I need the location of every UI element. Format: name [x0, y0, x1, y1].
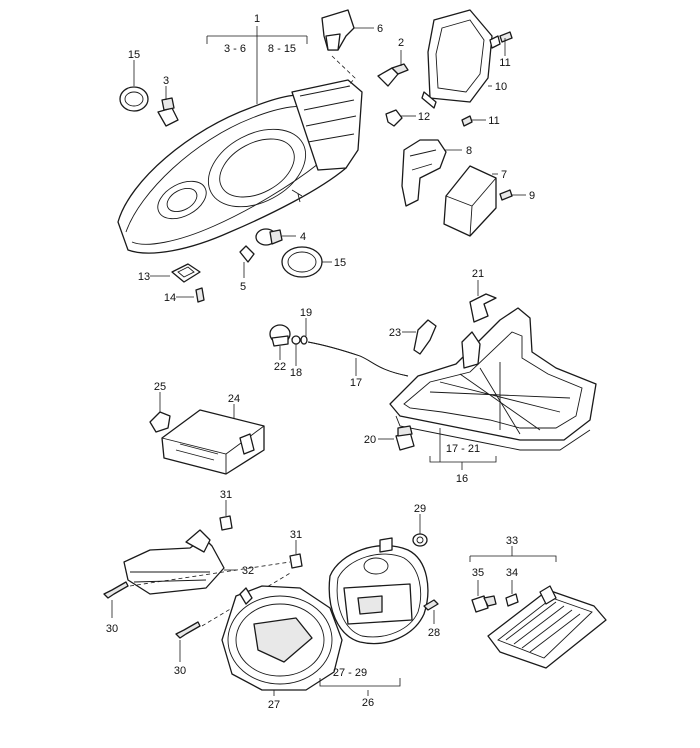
clip-31-lower [289, 553, 303, 569]
callout-18: 18 [290, 367, 302, 379]
pad-13 [171, 263, 201, 283]
callout-29: 29 [414, 503, 426, 515]
clip-12 [385, 109, 403, 127]
callout-28: 28 [428, 627, 440, 639]
bracket-8 [401, 139, 447, 207]
callout-22: 22 [274, 361, 286, 373]
callout-31-upper: 31 [220, 489, 232, 501]
callout-1: 1 [254, 13, 260, 25]
callout-9: 9 [529, 190, 535, 202]
callout-30-lower: 30 [174, 665, 186, 677]
screw-28 [423, 599, 439, 611]
callout-7: 7 [501, 169, 507, 181]
callout-21: 21 [472, 268, 484, 280]
callout-15-top: 15 [128, 49, 140, 61]
screw-30-lower [175, 621, 201, 639]
callout-15-lower: 15 [334, 257, 346, 269]
fog-light-27 [221, 585, 343, 691]
bulb-2 [377, 63, 409, 87]
callout-31-lower: 31 [290, 529, 302, 541]
bulb-3 [157, 97, 179, 127]
screw-11-middle [461, 115, 473, 127]
bulb-holder-35 [471, 595, 497, 613]
callout-12: 12 [418, 111, 430, 123]
seal-ring-15-top [119, 86, 149, 112]
callout-10: 10 [495, 81, 507, 93]
callout-27: 27 [268, 699, 280, 711]
bracket-23 [413, 319, 437, 355]
callout-2: 2 [398, 37, 404, 49]
callout-16-range: 17 - 21 [446, 443, 480, 455]
grommet-22 [269, 324, 291, 347]
callout-24: 24 [228, 393, 240, 405]
bulb-34 [505, 593, 519, 607]
callout-1-range-a: 3 - 6 [224, 43, 246, 55]
callout-32: 32 [242, 565, 254, 577]
headlight-housing [117, 79, 363, 254]
callout-8: 8 [466, 145, 472, 157]
callout-16: 16 [456, 473, 468, 485]
screw-9 [499, 189, 513, 201]
clip-31-upper [219, 515, 233, 531]
callout-34: 34 [506, 567, 518, 579]
callout-23: 23 [389, 327, 401, 339]
callout-14: 14 [164, 292, 176, 304]
callout-1-range-b: 8 - 15 [268, 43, 296, 55]
adjuster-20 [395, 425, 415, 451]
seal-29 [412, 533, 428, 547]
callout-4: 4 [300, 231, 306, 243]
bracket-25 [149, 411, 171, 433]
nut-18 [291, 335, 301, 345]
seal-ring-15-lower [281, 246, 323, 278]
clip-21 [469, 293, 497, 323]
callout-11-middle: 11 [488, 115, 499, 127]
callout-19: 19 [300, 307, 312, 319]
callout-11-top: 11 [499, 57, 510, 69]
leader-lines [111, 26, 557, 696]
callout-17: 17 [350, 377, 362, 389]
bulb-holder-6 [321, 9, 356, 87]
bulb-holder-4 [255, 228, 283, 246]
callout-26: 26 [362, 697, 374, 709]
callout-5: 5 [240, 281, 246, 293]
carrier-frame-16 [389, 307, 597, 451]
fog-light-insert-26 [328, 537, 429, 645]
callout-13: 13 [138, 271, 150, 283]
screw-30-left [103, 581, 129, 599]
control-unit-7 [443, 165, 497, 237]
adjusting-rod-17 [307, 341, 409, 377]
control-module-24 [161, 409, 265, 475]
callout-25: 25 [154, 381, 166, 393]
callout-33: 33 [506, 535, 518, 547]
clip-19 [300, 335, 308, 345]
screw-11-top [499, 31, 513, 43]
callout-6: 6 [377, 23, 383, 35]
side-marker-33 [487, 585, 607, 669]
callout-26-range: 27 - 29 [333, 667, 367, 679]
callout-35: 35 [472, 567, 484, 579]
screw-14 [195, 287, 205, 303]
indicator-32 [123, 529, 225, 595]
cover-10 [421, 9, 501, 109]
callout-3: 3 [163, 75, 169, 87]
bulb-5 [239, 245, 255, 263]
callout-20: 20 [364, 434, 376, 446]
callout-30-left: 30 [106, 623, 118, 635]
